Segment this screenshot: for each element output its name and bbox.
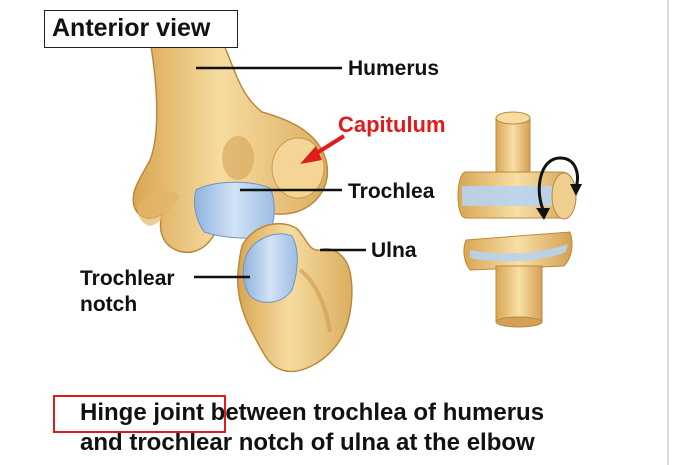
hinge-model-top-post [495, 117, 531, 179]
trochlea-label: Trochlea [348, 180, 435, 203]
capitulum-label: Capitulum [338, 112, 446, 137]
caption: Hinge joint between trochlea of humerus … [80, 398, 544, 458]
hinge-model-bottom-post [495, 265, 543, 323]
trochlear-notch-label-line1: Trochlear [80, 267, 175, 290]
right-border [667, 0, 669, 465]
view-title: Anterior view [52, 14, 211, 42]
trochlear-notch-label: Trochlear notch [80, 266, 175, 318]
humerus-label: Humerus [348, 57, 440, 80]
hinge-joint-highlight [53, 395, 226, 433]
caption-line2: and trochlear notch of ulna at the elbow [80, 429, 535, 456]
capitulum-arrow-head [300, 146, 322, 164]
caption-line1: Hinge joint between trochlea of humerus [80, 399, 545, 426]
ulna-label: Ulna [371, 239, 417, 262]
view-title-box [44, 10, 238, 48]
rotation-arrow [537, 156, 579, 213]
trochlear-notch-cartilage [242, 233, 298, 303]
trochlear-notch-label-line2: notch [80, 293, 138, 316]
